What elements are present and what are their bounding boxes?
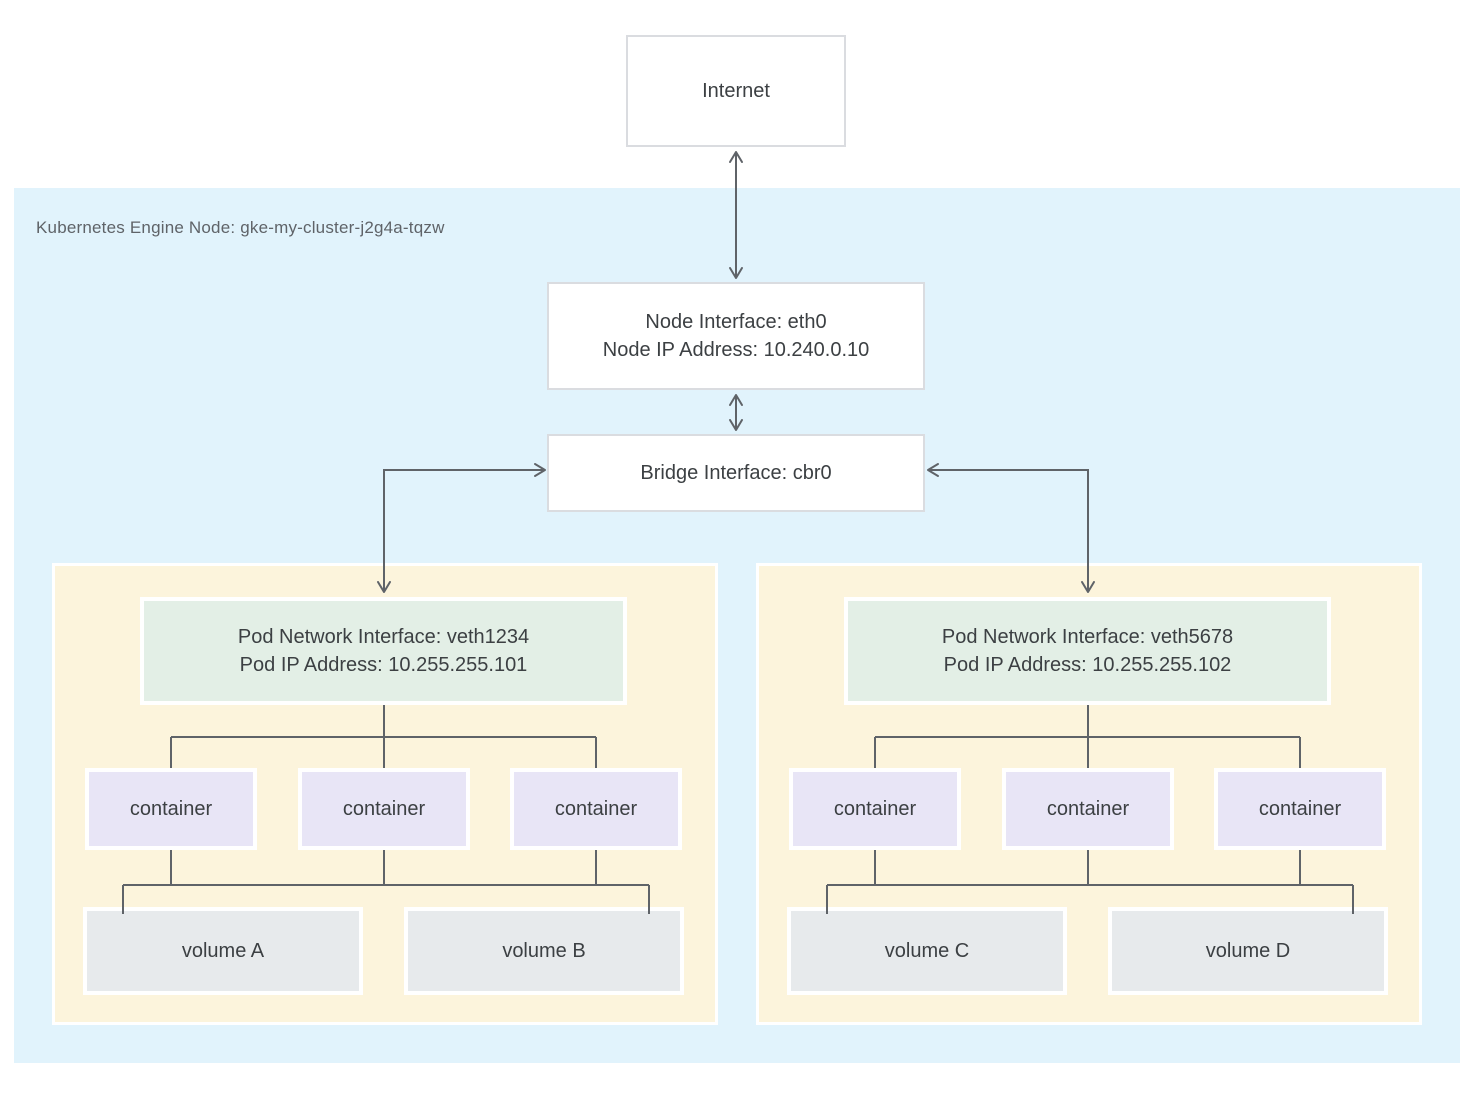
volume-label: volume B: [502, 940, 586, 962]
container-label: container: [129, 798, 213, 820]
pod-2-network-interface-box: Pod Network Interface: veth5678 Pod IP A…: [844, 597, 1331, 705]
container-label: container: [833, 798, 917, 820]
bridge-interface-box: Bridge Interface: cbr0: [547, 434, 925, 512]
pod-2: Pod Network Interface: veth5678 Pod IP A…: [756, 563, 1422, 1025]
internet-box: Internet: [626, 35, 846, 147]
node-interface-box: Node Interface: eth0 Node IP Address: 10…: [547, 282, 925, 390]
container-label: container: [1258, 798, 1342, 820]
internet-label: Internet: [702, 80, 770, 102]
pod-2-container-2: container: [1002, 768, 1174, 850]
pod-1-volume-b: volume B: [404, 907, 684, 995]
volume-label: volume A: [181, 940, 265, 962]
pod-1: Pod Network Interface: veth1234 Pod IP A…: [52, 563, 718, 1025]
pod-2-interface-line1: Pod Network Interface: veth5678: [941, 626, 1234, 648]
pod-2-volume-c: volume C: [787, 907, 1067, 995]
container-label: container: [554, 798, 638, 820]
pod-1-volume-a: volume A: [83, 907, 363, 995]
container-label: container: [1046, 798, 1130, 820]
pod-1-container-2: container: [298, 768, 470, 850]
pod-2-volume-d: volume D: [1108, 907, 1388, 995]
pod-2-container-1: container: [789, 768, 961, 850]
container-label: container: [342, 798, 426, 820]
bridge-interface-label: Bridge Interface: cbr0: [640, 462, 832, 484]
pod-2-container-3: container: [1214, 768, 1386, 850]
pod-1-interface-line1: Pod Network Interface: veth1234: [237, 626, 530, 648]
pod-1-container-3: container: [510, 768, 682, 850]
pod-1-container-1: container: [85, 768, 257, 850]
volume-label: volume C: [884, 940, 970, 962]
node-interface-line1: Node Interface: eth0: [645, 311, 827, 333]
node-interface-line2: Node IP Address: 10.240.0.10: [602, 339, 870, 361]
kubernetes-node-label: Kubernetes Engine Node: gke-my-cluster-j…: [36, 218, 445, 237]
pod-1-network-interface-box: Pod Network Interface: veth1234 Pod IP A…: [140, 597, 627, 705]
pod-1-interface-line2: Pod IP Address: 10.255.255.101: [239, 654, 528, 676]
volume-label: volume D: [1205, 940, 1291, 962]
pod-2-interface-line2: Pod IP Address: 10.255.255.102: [943, 654, 1232, 676]
